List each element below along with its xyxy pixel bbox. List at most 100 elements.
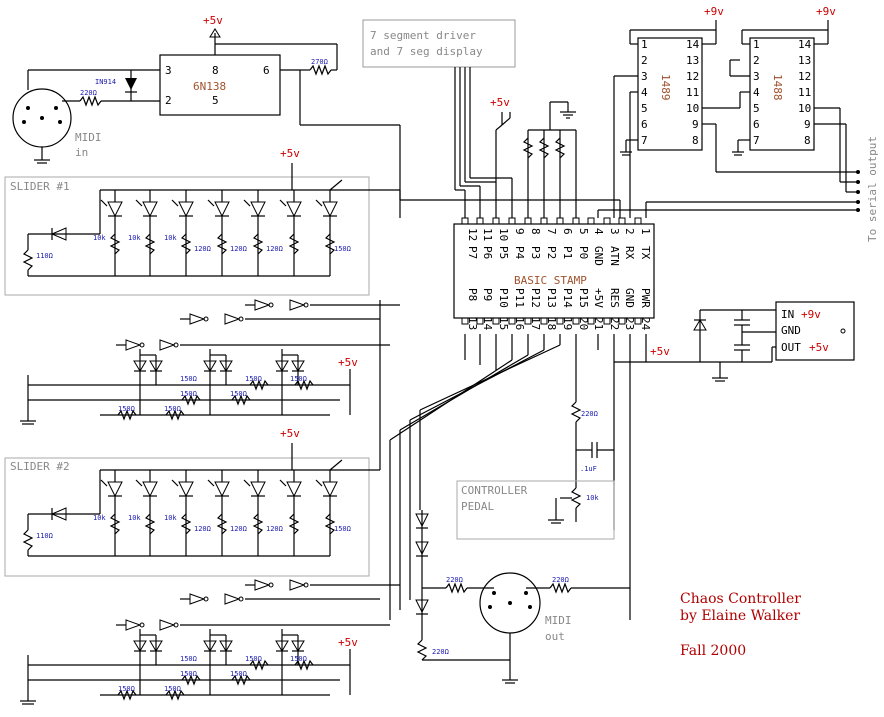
svg-text:in: in [75,146,88,159]
resistor-icon [249,659,269,671]
stamp-pin [508,217,516,225]
led-icon [178,481,194,498]
svg-text:and 7 seg display: and 7 seg display [370,45,483,58]
pot-label: 10k [128,234,141,242]
stamp-pin-number: 21 [592,317,605,330]
voltage-regulator: IN +9v GND OUT +5v +5v [614,301,855,382]
svg-text:220Ω: 220Ω [446,576,463,584]
stamp-pin-name: RES [608,288,621,308]
stamp-pin-name: P3 [529,246,542,259]
svg-text:150Ω: 150Ω [290,655,307,663]
svg-text:110Ω: 110Ω [36,532,53,540]
svg-text:10k: 10k [586,494,599,502]
inverter-icon [189,313,206,325]
stamp-pin-number: 16 [513,317,526,330]
stamp-pin-name: TX [639,246,652,260]
stamp-pin-number: 6 [561,228,574,235]
resistor-icon [165,409,185,421]
svg-text:5: 5 [641,102,648,115]
svg-text:150Ω: 150Ω [180,375,197,383]
basic-stamp: 12P711P610P59P48P37P26P15P04GND3ATN2RX1T… [453,217,655,331]
stamp-pin-number: 12 [466,228,479,241]
stamp-pin [492,217,500,225]
diode-icon [125,78,137,90]
svg-text:+5v: +5v [809,341,829,354]
stamp-pin-name: P1 [561,246,574,259]
midi-in-resistor-label: 220Ω [80,89,97,97]
svg-text:9: 9 [692,118,699,131]
serial-output-label: To serial output [866,136,879,242]
led-icon [203,640,217,652]
inverter-icon [289,299,306,311]
ladder-2: +5v 150Ω 150Ω 150Ω 150Ω 150Ω 150Ω 150Ω [20,579,400,705]
svg-text:7: 7 [641,134,648,147]
stamp-pin-name: P12 [529,288,542,308]
svg-text:+9v: +9v [816,5,836,18]
resistor-label: 150Ω [334,245,351,253]
title-block: Chaos Controller by Elaine Walker Fall 2… [680,591,801,659]
svg-text:PEDAL: PEDAL [461,500,494,513]
svg-text:13: 13 [798,54,811,67]
midi-in-section: MIDI in 220Ω IN914 3 8 6 2 5 6N138 +5v 2… [12,14,621,218]
svg-text:CONTROLLER: CONTROLLER [461,484,528,497]
stamp-pin-name: P11 [513,288,526,308]
stamp-pin [556,217,564,225]
inverter-icon [224,313,241,325]
stamp-pin [476,217,484,225]
svg-text:110Ω: 110Ω [36,252,53,260]
led-icon [286,201,302,218]
stamp-pin-name: P14 [561,288,574,308]
led-icon [133,640,147,652]
slider-2-label: SLIDER #2 [10,460,70,473]
stamp-pin-number: 18 [545,317,558,330]
inverter-icon [159,339,176,351]
svg-text:150Ω: 150Ω [290,375,307,383]
svg-text:2: 2 [753,54,760,67]
svg-text:7 segment driver: 7 segment driver [370,29,476,42]
svg-text:150Ω: 150Ω [180,390,197,398]
led-icon [322,481,338,498]
title-date: Fall 2000 [680,643,746,659]
svg-text:12: 12 [798,70,811,83]
svg-text:8: 8 [804,134,811,147]
svg-text:8: 8 [212,64,219,77]
diode-label: IN914 [95,78,116,86]
ladder-1: +5v 150Ω 150Ω 150Ω 150Ω 150Ω 150Ω 150Ω [20,299,400,425]
controller-pedal-box [456,480,615,540]
svg-text:6: 6 [753,118,760,131]
svg-text:10: 10 [798,102,811,115]
title-line1: Chaos Controller [680,591,801,607]
led-icon [107,481,123,498]
pot-label: 10k [93,514,106,522]
stamp-pin-number: 2 [623,228,636,235]
svg-text:150Ω: 150Ω [118,685,135,693]
svg-text:7: 7 [753,134,760,147]
svg-text:150Ω: 150Ω [164,405,181,413]
stamp-pin-number: 9 [513,228,526,235]
svg-text:220Ω: 220Ω [432,648,449,656]
stamp-pin [508,317,516,325]
svg-text:+5v: +5v [490,96,510,109]
led-icon [203,360,217,372]
svg-text:220Ω: 220Ω [552,576,569,584]
stamp-pin-number: 17 [529,317,542,330]
svg-text:3: 3 [753,70,760,83]
resistor-label: 120Ω [230,245,247,253]
svg-text:150Ω: 150Ω [245,375,262,383]
stamp-pin-number: 14 [481,317,494,331]
stamp-pin-name: P2 [545,246,558,259]
svg-text:GND: GND [781,324,801,337]
stamp-pin-number: 1 [639,228,652,235]
svg-text:4: 4 [753,86,760,99]
svg-text:150Ω: 150Ω [230,670,247,678]
chip-1488: 1 2 3 4 5 6 7 14 13 12 11 10 9 8 1488 [749,37,815,151]
stamp-pin-name: P4 [513,246,526,260]
midi-in-label: MIDI [75,131,102,144]
resistor-icon [231,674,251,686]
svg-text:6: 6 [641,118,648,131]
stamp-pin [461,317,469,325]
pot-label: 10k [164,514,177,522]
stamp-pin-name: +5V [592,288,605,308]
svg-text:5: 5 [753,102,760,115]
